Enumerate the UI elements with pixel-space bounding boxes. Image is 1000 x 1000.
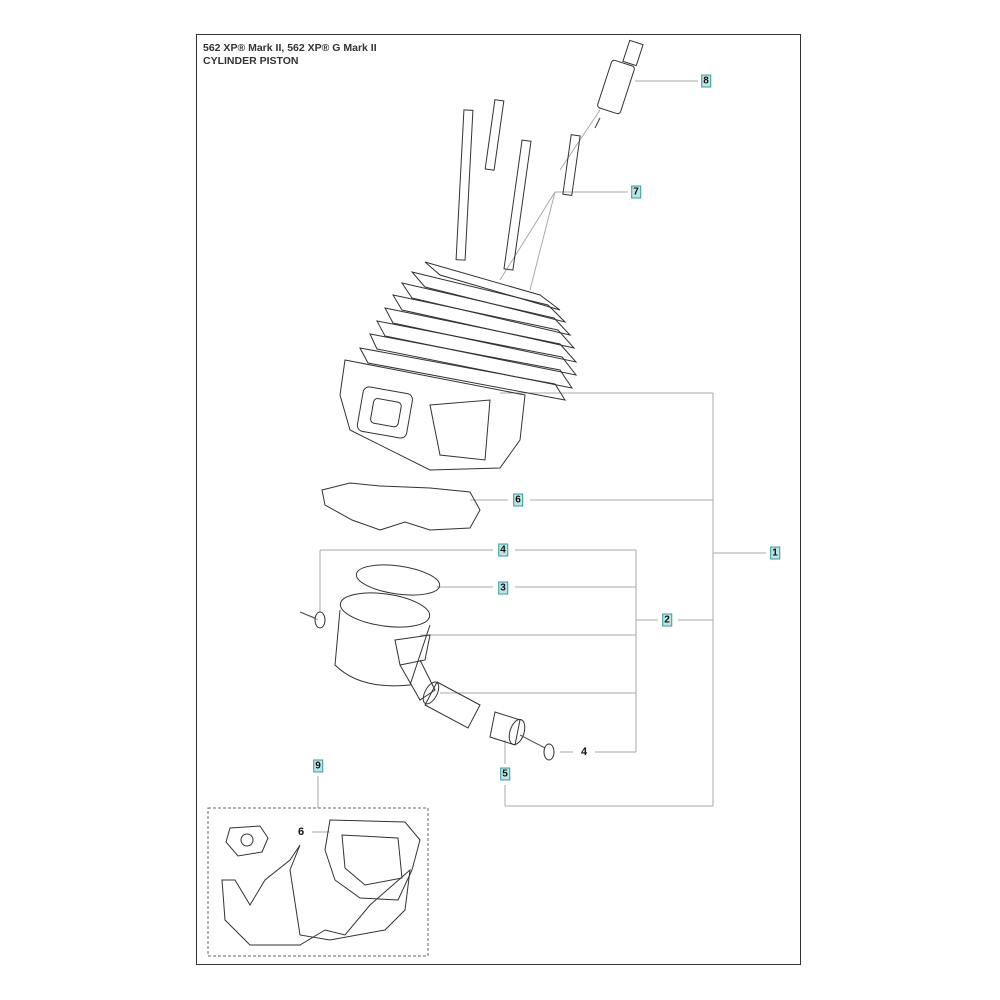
circlip-right bbox=[543, 743, 555, 761]
label-circlip-4: 4 bbox=[580, 746, 588, 758]
section-title: CYLINDER PISTON bbox=[203, 55, 299, 67]
gasket-kit-parts bbox=[221, 819, 421, 946]
label-kit-gasket-6: 6 bbox=[297, 826, 305, 838]
diagram-title: 562 XP® Mark II, 562 XP® G Mark II CYLIN… bbox=[203, 42, 377, 68]
cylinder-bolts bbox=[455, 99, 581, 271]
callout-9[interactable]: 9 bbox=[313, 759, 323, 773]
model-line: 562 XP® Mark II, 562 XP® G Mark II bbox=[203, 42, 377, 54]
callout-5[interactable]: 5 bbox=[500, 767, 510, 781]
cylinder-gasket bbox=[321, 482, 481, 531]
callout-1[interactable]: 1 bbox=[770, 546, 780, 560]
callout-6[interactable]: 6 bbox=[513, 493, 523, 507]
gasket-kit-box bbox=[207, 807, 429, 957]
callout-2[interactable]: 2 bbox=[662, 613, 672, 627]
leader-lines bbox=[299, 80, 766, 833]
piston bbox=[334, 592, 436, 701]
circlip-left bbox=[314, 611, 326, 629]
needle-bearing bbox=[489, 711, 546, 749]
piston-ring bbox=[355, 564, 441, 596]
diagram-frame bbox=[196, 34, 801, 965]
callout-7[interactable]: 7 bbox=[631, 185, 641, 199]
piston-pin bbox=[422, 681, 481, 729]
spark-plug bbox=[594, 39, 644, 129]
callout-3[interactable]: 3 bbox=[498, 581, 508, 595]
callout-8[interactable]: 8 bbox=[701, 74, 711, 88]
callout-4[interactable]: 4 bbox=[498, 543, 508, 557]
cylinder bbox=[339, 261, 578, 471]
